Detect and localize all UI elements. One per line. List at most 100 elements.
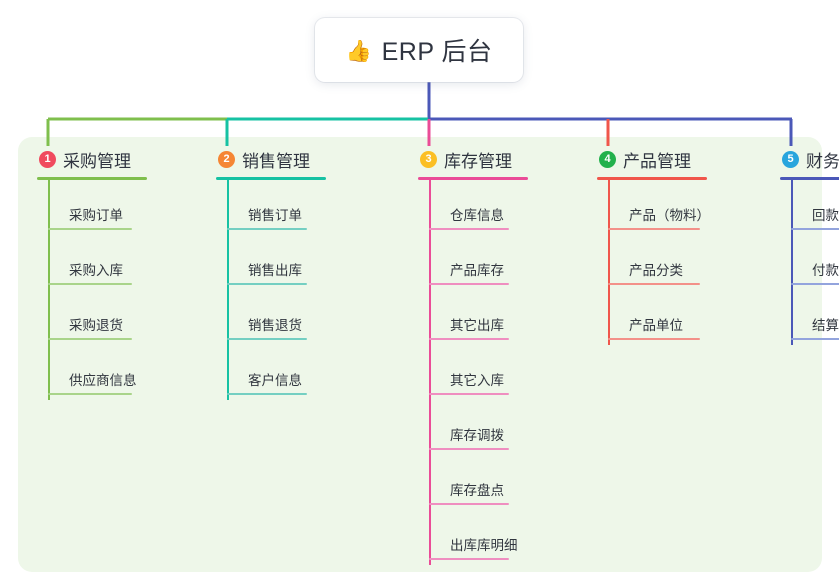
branch-number-badge: 3 [420, 150, 437, 168]
branch-underline [418, 177, 528, 180]
branch-underline [37, 177, 147, 180]
branch-item[interactable]: 回款单 [780, 180, 839, 235]
branch-items: 采购订单采购入库采购退货供应商信息 [37, 180, 147, 400]
branch-item-underline [429, 228, 509, 230]
branch-item-underline [48, 393, 132, 395]
branch-item[interactable]: 产品分类 [597, 235, 707, 290]
branch-item[interactable]: 产品单位 [597, 290, 707, 345]
branch-item-underline [48, 283, 132, 285]
branch-item-label: 销售出库 [248, 263, 302, 278]
branch-title: 采购管理 [63, 151, 131, 171]
branch-item[interactable]: 其它入库 [418, 345, 528, 400]
branch-item-label: 付款单 [812, 263, 839, 278]
branch-item-label: 结算账户 [812, 318, 839, 333]
branch-item[interactable]: 库存调拨 [418, 400, 528, 455]
branch-items: 回款单付款单结算账户 [780, 180, 839, 345]
branch-item-label: 供应商信息 [69, 373, 137, 388]
branch-item-label: 采购入库 [69, 263, 123, 278]
branch-item-label: 采购退货 [69, 318, 123, 333]
root-node[interactable]: 👍 ERP 后台 [315, 18, 523, 82]
branch-number-badge: 4 [599, 150, 616, 168]
branch-item-label: 客户信息 [248, 373, 302, 388]
branch-item-label: 采购订单 [69, 208, 123, 223]
branch-item-underline [227, 393, 307, 395]
branch-item-label: 产品单位 [629, 318, 683, 333]
branch-item-underline [429, 393, 509, 395]
branch-item-underline [227, 283, 307, 285]
branch-item[interactable]: 库存盘点 [418, 455, 528, 510]
branch-2: 2 销售管理销售订单销售出库销售退货客户信息 [216, 146, 326, 400]
branch-item-label: 产品（物料） [629, 208, 710, 223]
branch-item[interactable]: 出库库明细 [418, 510, 528, 565]
branch-items: 仓库信息产品库存其它出库其它入库库存调拨库存盘点出库库明细 [418, 180, 528, 565]
branch-underline [780, 177, 839, 180]
branch-item-label: 销售退货 [248, 318, 302, 333]
branch-item-underline [227, 338, 307, 340]
branch-items: 销售订单销售出库销售退货客户信息 [216, 180, 326, 400]
branch-item[interactable]: 客户信息 [216, 345, 326, 400]
branch-item[interactable]: 销售退货 [216, 290, 326, 345]
branch-item-underline [608, 228, 700, 230]
branch-item-underline [608, 283, 700, 285]
branch-title: 库存管理 [444, 151, 512, 171]
branch-spine [48, 180, 50, 400]
branch-underline [597, 177, 707, 180]
branch-item[interactable]: 供应商信息 [37, 345, 147, 400]
branch-header[interactable]: 2 销售管理 [216, 146, 326, 172]
branch-item-underline [48, 228, 132, 230]
branch-spine [429, 180, 431, 565]
branch-item-underline [429, 338, 509, 340]
branch-item[interactable]: 销售出库 [216, 235, 326, 290]
branch-item-label: 销售订单 [248, 208, 302, 223]
branch-item[interactable]: 付款单 [780, 235, 839, 290]
branch-item[interactable]: 仓库信息 [418, 180, 528, 235]
branch-item-label: 库存盘点 [450, 483, 504, 498]
branch-item-label: 仓库信息 [450, 208, 504, 223]
branch-item-underline [429, 448, 509, 450]
branch-item[interactable]: 采购退货 [37, 290, 147, 345]
branch-item-underline [429, 283, 509, 285]
branch-title: 财务管理 [806, 151, 839, 171]
branch-item-underline [791, 283, 839, 285]
branch-item[interactable]: 产品（物料） [597, 180, 710, 235]
branch-item-underline [608, 338, 700, 340]
branch-4: 4 产品管理产品（物料） 产品分类产品单位 [597, 146, 710, 345]
branch-underline [216, 177, 326, 180]
branch-spine [608, 180, 610, 345]
branch-item-underline [791, 338, 839, 340]
branch-item-label: 其它出库 [450, 318, 504, 333]
branch-title: 产品管理 [623, 151, 691, 171]
diagram-panel [18, 137, 822, 572]
branch-header[interactable]: 3 库存管理 [418, 146, 528, 172]
branch-item-label: 库存调拨 [450, 428, 504, 443]
branch-item[interactable]: 产品库存 [418, 235, 528, 290]
branch-spine [791, 180, 793, 345]
branch-item-underline [791, 228, 839, 230]
branch-item-underline [227, 228, 307, 230]
branch-items: 产品（物料） 产品分类产品单位 [597, 180, 710, 345]
branch-item-underline [48, 338, 132, 340]
branch-item-label: 出库库明细 [450, 538, 518, 553]
branch-item[interactable]: 结算账户 [780, 290, 839, 345]
branch-number-badge: 2 [218, 150, 235, 168]
branch-item[interactable]: 采购入库 [37, 235, 147, 290]
branch-item-label: 其它入库 [450, 373, 504, 388]
branch-item-underline [429, 558, 509, 560]
root-label: ERP 后台 [381, 38, 493, 66]
branch-spine [227, 180, 229, 400]
thumbs-up-icon: 👍 [345, 39, 372, 63]
branch-item-underline [429, 503, 509, 505]
branch-item[interactable]: 采购订单 [37, 180, 147, 235]
branch-item-label: 产品分类 [629, 263, 683, 278]
branch-item-label: 产品库存 [450, 263, 504, 278]
branch-item-label: 回款单 [812, 208, 839, 223]
branch-item[interactable]: 其它出库 [418, 290, 528, 345]
branch-header[interactable]: 4 产品管理 [597, 146, 707, 172]
branch-header[interactable]: 5财务管理 [780, 146, 839, 172]
branch-title: 销售管理 [242, 151, 310, 171]
branch-item[interactable]: 销售订单 [216, 180, 326, 235]
